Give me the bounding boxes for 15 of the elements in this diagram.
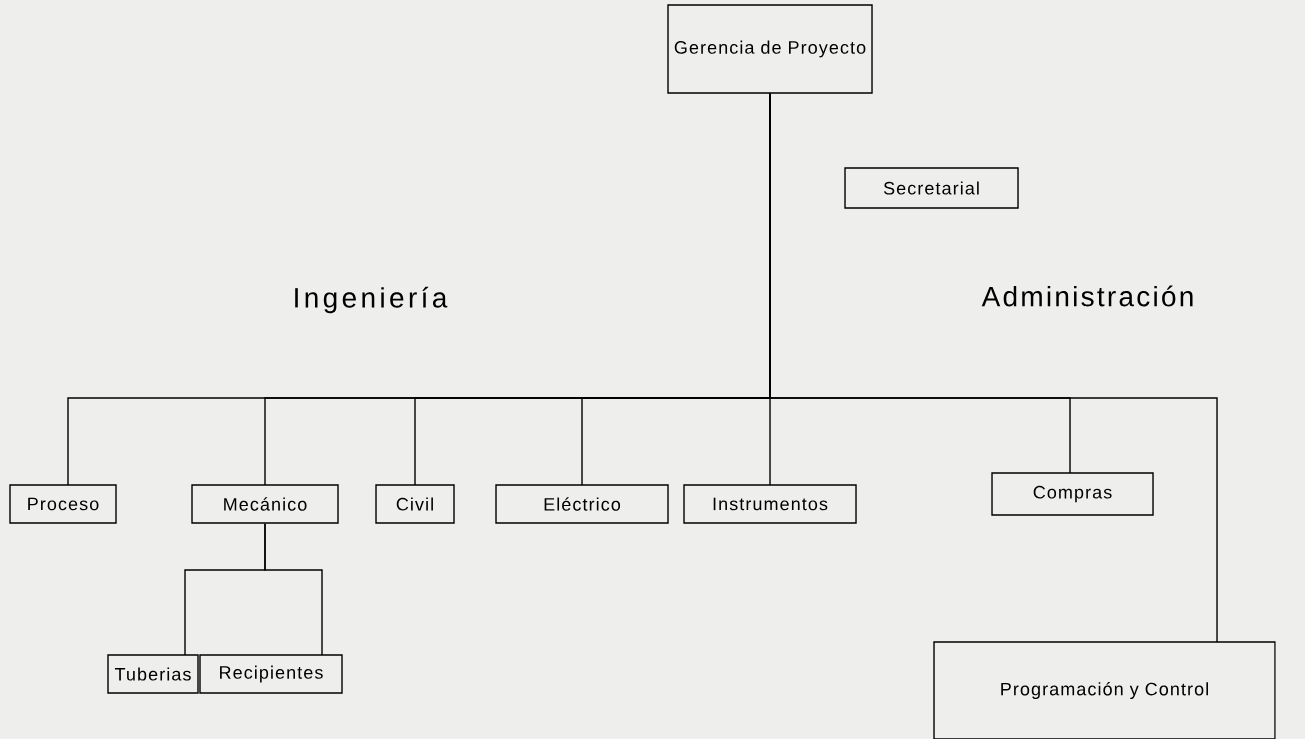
- org-box: Tuberias: [107, 654, 199, 694]
- org-box: Recipientes: [199, 654, 343, 694]
- org-box: Compras: [991, 472, 1154, 516]
- org-box: Instrumentos: [683, 484, 857, 524]
- org-box: Mecánico: [191, 484, 339, 524]
- org-box: Civil: [375, 484, 455, 524]
- section-heading: Ingeniería: [295, 286, 448, 314]
- connector-line: [264, 523, 323, 656]
- org-box: Proceso: [9, 484, 117, 524]
- connector-line: [769, 93, 1218, 643]
- org-box: Gerencia de Proyecto: [667, 4, 873, 94]
- section-heading: Administración: [981, 285, 1193, 307]
- org-box: Programación y Control: [933, 641, 1276, 739]
- org-box: Secretarial: [844, 167, 1019, 209]
- org-box: Eléctrico: [495, 484, 669, 524]
